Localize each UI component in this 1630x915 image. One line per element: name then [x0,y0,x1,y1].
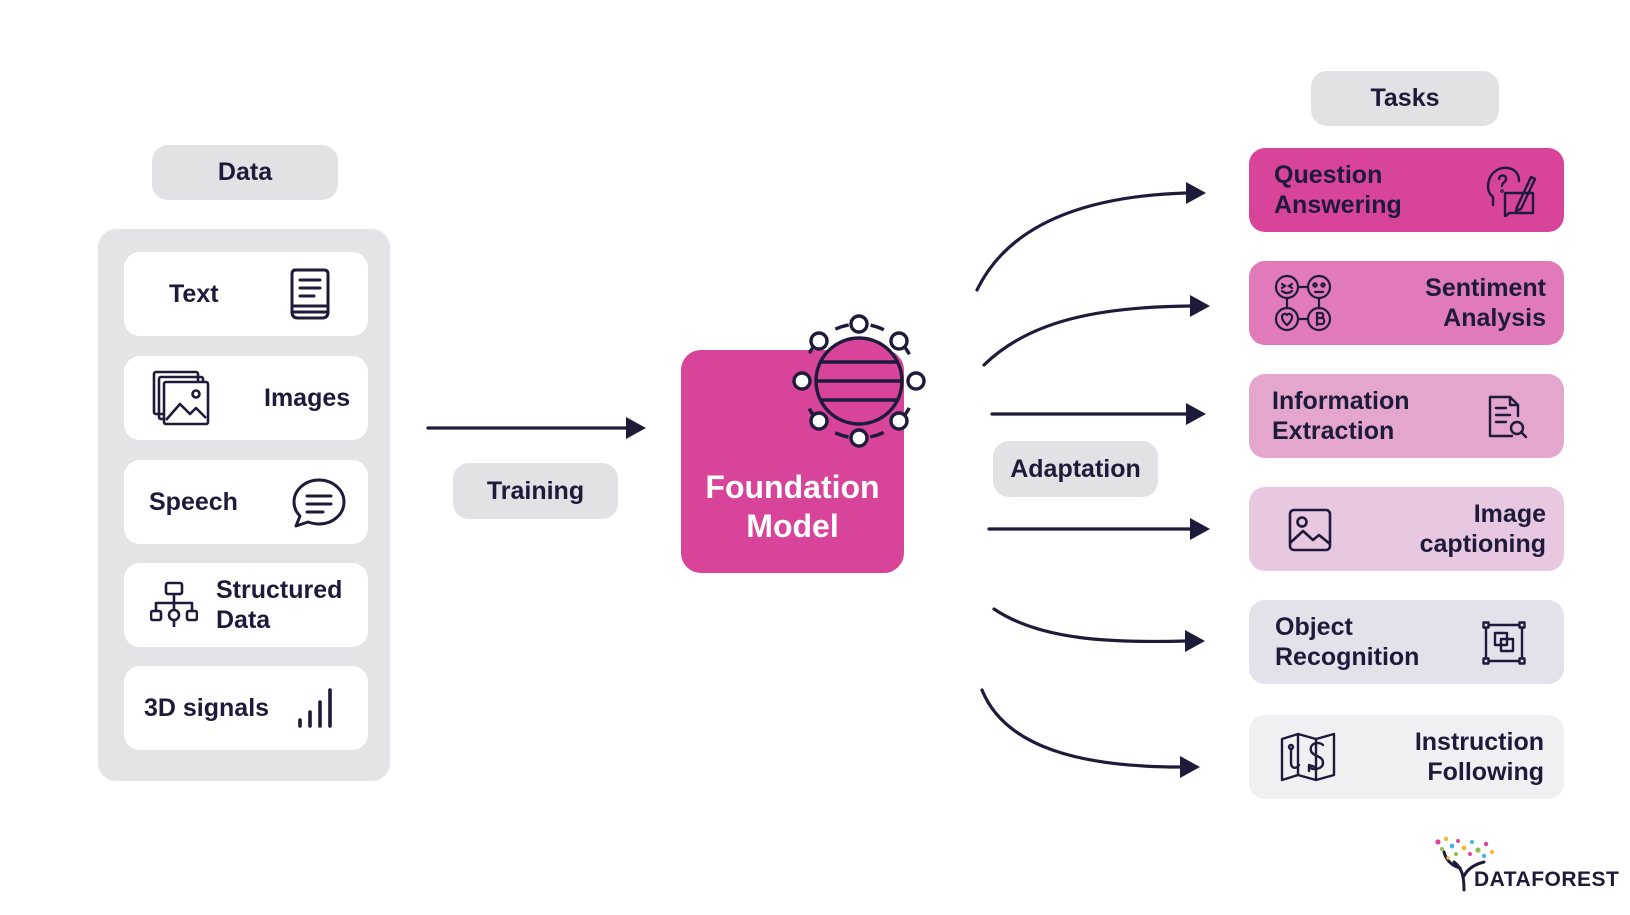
task-instruction-following: Instruction Following [1249,715,1564,799]
data-item-label: Images [264,384,351,412]
data-item-label: Structured Data [216,576,343,634]
dataforest-logo [1435,836,1494,892]
data-header: Data [152,145,338,200]
task-label: Information Extraction [1272,387,1410,445]
task-label: Sentiment Analysis [1425,274,1546,332]
question-head-icon [1486,166,1537,217]
data-item-3d-signals: 3D signals [124,666,368,750]
adaptation-arrow-1 [975,191,1188,292]
network-globe-icon [792,314,926,448]
data-item-text: Text [124,252,368,336]
training-label: Training [453,463,618,519]
task-sentiment-analysis: Sentiment Analysis [1249,261,1564,345]
document-icon [290,268,330,320]
speech-bubble-icon [292,478,346,528]
images-icon [152,370,210,426]
task-question-answering: Question Answering [1249,148,1564,232]
data-item-images: Images [124,356,368,440]
task-information-extraction: Information Extraction [1249,374,1564,458]
foundation-model-label: Foundation Model [705,469,880,544]
hierarchy-icon [150,581,198,627]
data-item-label: Text [169,280,219,308]
task-object-recognition: Object Recognition [1249,600,1564,684]
data-item-label: Speech [149,488,238,516]
image-icon [1288,508,1332,552]
signal-bars-icon [298,688,332,728]
task-image-captioning: Image captioning [1249,487,1564,571]
adaptation-arrow-6 [980,688,1182,769]
emotions-icon [1274,274,1332,332]
data-item-label: 3D signals [144,694,270,722]
task-label: Question Answering [1274,161,1402,219]
document-search-icon [1488,395,1528,439]
data-item-structured-data: Structured Data [124,563,368,647]
object-frame-icon [1482,621,1526,665]
task-label: Image captioning [1419,500,1546,558]
task-label: Instruction Following [1414,728,1544,786]
adaptation-arrow-2 [982,304,1192,367]
map-icon [1280,732,1336,782]
task-label: Object Recognition [1275,613,1420,671]
logo-wordmark: DATAFOREST [1474,868,1620,891]
adaptation-label: Adaptation [993,441,1158,497]
tasks-header: Tasks [1311,71,1499,126]
adaptation-arrow-5 [992,607,1188,644]
foundation-model-box: Foundation Model [681,350,904,573]
data-item-speech: Speech [124,460,368,544]
